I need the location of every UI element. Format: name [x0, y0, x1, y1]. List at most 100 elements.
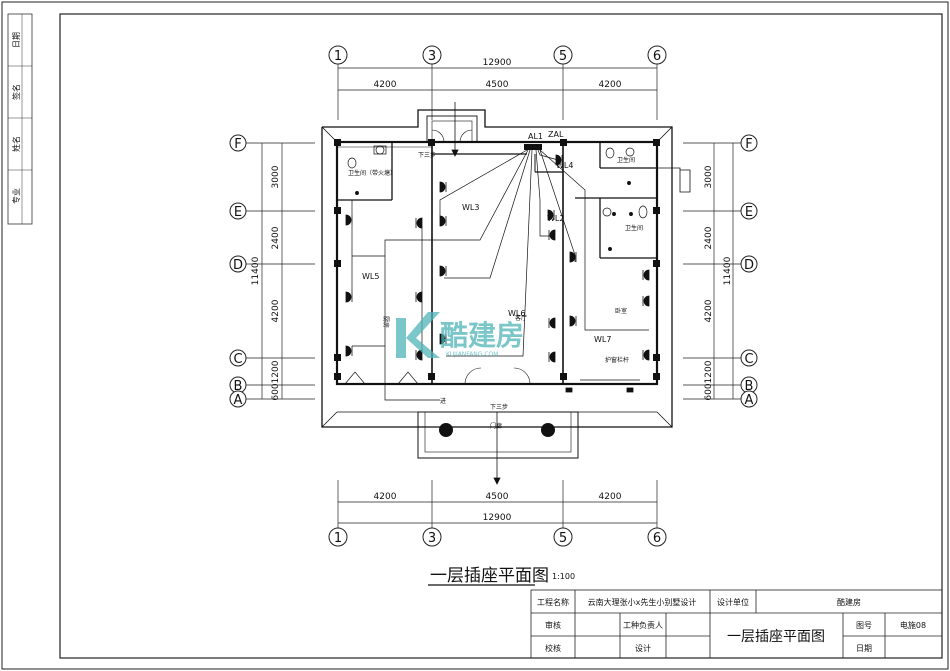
wire-label-wl5: WL5: [362, 272, 379, 281]
porch-post-left: [439, 423, 453, 437]
drawing-scale: 1:100: [552, 572, 575, 581]
dim-bottom-span-3: 4200: [599, 492, 622, 502]
dim-right-span-2: 2400: [704, 226, 714, 249]
sidebar-row-sign: 签名: [11, 84, 21, 100]
tb-drawing-name: 一层插座平面图: [727, 629, 825, 645]
tb-lead-label: 工种负责人: [623, 620, 663, 630]
wire-label-wl2: WL2: [547, 214, 564, 223]
dim-bottom-total: 12900: [483, 513, 512, 523]
room-toilet-right-top: 卫生间: [617, 156, 635, 164]
room-toilet-right: 卫生间: [625, 224, 643, 232]
svg-text:1: 1: [334, 49, 342, 64]
axis-bubble-left-E: E: [229, 202, 247, 220]
axis-bubble-top-3: 3: [422, 45, 442, 65]
label-entry: 进: [440, 397, 446, 405]
axis-bubble-top-6: 6: [647, 45, 667, 65]
svg-text:F: F: [234, 137, 241, 152]
tb-check-label: 校核: [545, 643, 561, 653]
tb-design-unit-label: 设计单位: [717, 597, 749, 607]
sanitary-fixtures: [347, 145, 648, 251]
wire-label-wl6: WL6: [508, 309, 525, 318]
entry-arrows: [451, 102, 501, 485]
tb-design-label: 设计: [635, 643, 651, 653]
tb-design-unit-value: 酷建房: [837, 597, 861, 607]
axis-bubble-right-C: C: [740, 349, 758, 367]
svg-text:A: A: [745, 393, 754, 408]
dim-left-span-3: 4200: [271, 299, 281, 322]
dim-right-span-5: 600: [704, 383, 714, 400]
axis-bubble-right-D: D: [740, 255, 758, 273]
wire-label-wl3: WL3: [462, 203, 479, 212]
svg-text:E: E: [745, 205, 753, 220]
dim-bottom-span-2: 4500: [486, 492, 509, 502]
tb-figno-label: 图号: [856, 621, 872, 630]
structural-columns: [334, 139, 660, 380]
svg-text:C: C: [744, 352, 753, 367]
dim-left-span-2: 2400: [271, 226, 281, 249]
watermark-url: KUJIANFANG.COM: [446, 351, 498, 358]
axis-bubble-left-F: F: [229, 134, 247, 152]
watermark: 酷建房 KUJIANFANG.COM: [396, 312, 524, 358]
label-stairs-down-top: 下三步: [418, 151, 436, 159]
room-kitchen: 厨房: [382, 316, 390, 328]
svg-text:B: B: [745, 379, 754, 394]
sidebar-row-name: 姓名: [11, 136, 21, 152]
wire-label-wl4: WL4: [556, 161, 573, 170]
room-hall: 客厅: [515, 314, 527, 322]
dim-top-total: 12900: [483, 58, 512, 68]
axis-bubble-bottom-3: 3: [422, 527, 442, 547]
panel-al1: AL1: [528, 132, 543, 141]
label-entrance: 门廊: [490, 422, 502, 430]
dim-right-span-3: 4200: [704, 299, 714, 322]
svg-text:B: B: [234, 379, 243, 394]
svg-text:3: 3: [428, 49, 436, 64]
dim-bottom-span-1: 4200: [374, 492, 397, 502]
dim-right-total: 11400: [723, 256, 733, 285]
svg-text:6: 6: [653, 531, 661, 546]
porch-post-right: [541, 423, 555, 437]
left-dimension-lines: [246, 142, 315, 400]
dim-right-span-1: 3000: [704, 165, 714, 188]
svg-text:E: E: [234, 205, 242, 220]
wiring-runs: [351, 149, 649, 401]
svg-text:F: F: [745, 137, 752, 152]
axis-bubble-right-A: A: [740, 390, 758, 408]
watermark-logo-icon: [396, 312, 440, 358]
binding-sidebar: 日期 签名 姓名 专业: [7, 13, 33, 225]
svg-text:3: 3: [428, 531, 436, 546]
svg-text:D: D: [233, 258, 243, 273]
bottom-dimension-lines: [337, 480, 658, 528]
tb-review-label: 审核: [545, 620, 561, 630]
svg-text:1: 1: [334, 531, 342, 546]
axis-bubble-top-1: 1: [328, 45, 348, 65]
axis-bubble-bottom-6: 6: [647, 527, 667, 547]
dim-top-span-1: 4200: [374, 80, 397, 90]
room-bedroom: 卧室: [615, 307, 627, 315]
wire-label-wl7: WL7: [594, 335, 611, 344]
dim-top-span-2: 4500: [486, 80, 509, 90]
room-toilet-left: 卫生间（带火塘）: [348, 169, 396, 177]
dim-left-span-5: 600: [271, 383, 281, 400]
watermark-brand: 酷建房: [440, 319, 524, 352]
axis-bubble-bottom-1: 1: [328, 527, 348, 547]
axis-bubble-left-D: D: [229, 255, 247, 273]
tb-project-value: 云南大理张小x先生小别墅设计: [588, 597, 697, 607]
tb-figno-value: 电施08: [900, 620, 926, 630]
axis-bubble-bottom-5: 5: [553, 527, 573, 547]
sidebar-row-major: 专业: [11, 188, 21, 204]
svg-text:D: D: [744, 258, 754, 273]
svg-text:A: A: [234, 393, 243, 408]
axis-bubble-top-5: 5: [553, 45, 573, 65]
axis-bubble-right-E: E: [740, 202, 758, 220]
svg-text:C: C: [233, 352, 242, 367]
panel-zal: ZAL: [548, 130, 564, 139]
title-block: [530, 589, 943, 659]
svg-text:6: 6: [653, 49, 661, 64]
room-railing: 护窗栏杆: [605, 356, 629, 364]
label-stairs-down-bottom: 下三步: [490, 403, 508, 411]
dim-left-total: 11400: [251, 256, 261, 285]
sheet-inner-frame: [59, 13, 943, 659]
right-dimension-lines: [683, 142, 745, 400]
svg-text:5: 5: [559, 531, 567, 546]
